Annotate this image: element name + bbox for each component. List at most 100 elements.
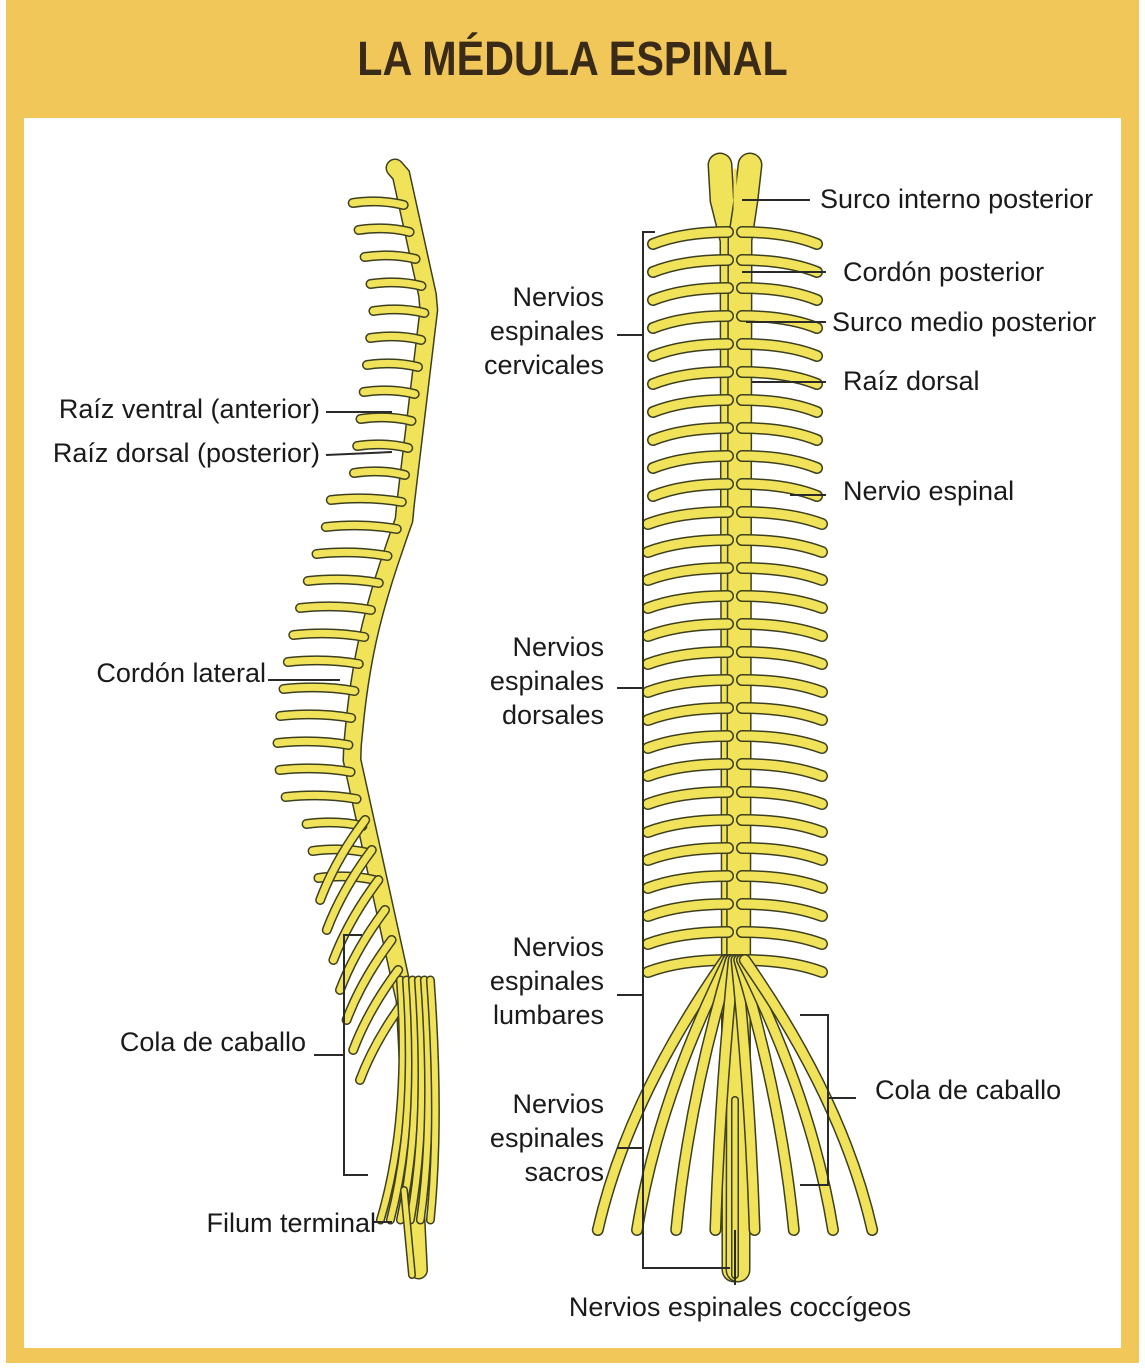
group-sacral: Nervios espinales sacros (440, 1087, 604, 1189)
lateral-nerve-7 (360, 386, 419, 398)
posterior-nerve-left-1 (648, 255, 733, 277)
group-cervical-line2: espinales (489, 316, 604, 346)
cauda-strand-left-1 (387, 977, 413, 1223)
posterior-nerve-right-14 (737, 619, 827, 641)
posterior-nerve-left-18 (643, 731, 733, 753)
lateral-nerve-20 (274, 737, 352, 749)
lateral-lower-nerve-27 (323, 846, 376, 934)
cauda-strand-right-4 (731, 955, 760, 1235)
lateral-view-spinal-cord (272, 158, 440, 1280)
diagram-panel (24, 118, 1121, 1348)
cauda-strand-right-6 (737, 955, 838, 1235)
lateral-nerve-17 (284, 656, 363, 668)
cauda-strand-left-4 (417, 977, 432, 1223)
cauda-strand-right-3 (710, 955, 739, 1235)
lateral-nerve-0 (349, 197, 408, 209)
group-dorsal-line2: espinales (489, 666, 604, 696)
posterior-cord-body-right (727, 154, 761, 1281)
lateral-nerve-9 (353, 440, 412, 452)
cauda-strand-left-5 (427, 977, 439, 1223)
filum-terminale-strand (401, 1187, 415, 1278)
posterior-nerve-right-18 (737, 731, 827, 753)
group-sacral-line3: sacros (524, 1157, 604, 1187)
lateral-nerve-22 (282, 791, 361, 803)
posterior-nerve-left-25 (643, 927, 733, 949)
posterior-nerve-right-20 (737, 787, 827, 809)
posterior-nerve-left-21 (643, 815, 733, 837)
label-ventral-root: Raíz ventral (anterior) (58, 394, 320, 424)
label-dorsal-root: Raíz dorsal (posterior) (52, 438, 320, 468)
posterior-nerve-right-2 (737, 283, 822, 305)
group-dorsal-line3: dorsales (501, 700, 604, 730)
group-lumbar-line2: espinales (489, 966, 604, 996)
lateral-nerve-15 (296, 602, 375, 614)
lateral-lower-nerve-30 (343, 936, 396, 1024)
bracket-groups (642, 231, 730, 1269)
lateral-lower-nerve-28 (329, 876, 382, 964)
posterior-view-spinal-cord (591, 152, 879, 1283)
lateral-nerve-5 (366, 332, 425, 344)
label-lateral-cord: Cordón lateral (96, 658, 266, 688)
posterior-nerve-left-17 (643, 703, 733, 725)
label-cauda-equina-right: Cola de caballo (875, 1075, 1062, 1105)
bracket-cauda-equina-right (800, 1014, 856, 1186)
cauda-strand-left-0 (377, 977, 406, 1223)
posterior-nerve-right-8 (737, 451, 822, 473)
posterior-nerve-left-6 (648, 395, 733, 417)
lateral-lower-nerve-26 (316, 816, 369, 904)
posterior-nerve-right-9 (737, 479, 822, 501)
lateral-nerve-16 (289, 629, 368, 641)
label-dorsal-root-right: Raíz dorsal (843, 366, 980, 396)
lateral-nerve-6 (363, 359, 422, 371)
cauda-strand-right-0 (593, 955, 730, 1235)
lateral-lower-nerve-31 (349, 966, 402, 1054)
label-coccygeal-nerves: Nervios espinales coccígeos (568, 1292, 912, 1322)
posterior-nerve-right-13 (737, 591, 827, 613)
posterior-nerve-right-16 (737, 675, 827, 697)
posterior-nerve-right-7 (737, 423, 822, 445)
posterior-nerve-left-15 (643, 647, 733, 669)
lateral-nerve-11 (327, 494, 406, 506)
posterior-nerve-left-19 (643, 759, 733, 781)
group-dorsal-line1: Nervios (512, 632, 604, 662)
lateral-nerve-14 (304, 575, 383, 587)
posterior-nerve-left-11 (643, 535, 733, 557)
lateral-nerve-25 (314, 872, 378, 884)
posterior-nerve-right-19 (737, 759, 827, 781)
group-sacral-line1: Nervios (512, 1089, 604, 1119)
posterior-nerve-right-3 (737, 311, 822, 333)
group-cervical-line3: cervicales (483, 350, 604, 380)
posterior-nerve-right-0 (737, 227, 822, 249)
label-median-sulcus: Surco medio posterior (832, 307, 1097, 337)
group-lumbar-line1: Nervios (512, 932, 604, 962)
posterior-nerve-left-5 (648, 367, 733, 389)
lateral-nerve-12 (322, 521, 401, 533)
cauda-strand-right-7 (740, 955, 877, 1235)
posterior-nerve-right-11 (737, 535, 827, 557)
posterior-nerve-left-12 (643, 563, 733, 585)
posterior-nerve-right-1 (737, 255, 822, 277)
lateral-nerve-13 (313, 548, 391, 560)
posterior-nerve-right-23 (737, 871, 827, 893)
posterior-nerve-left-23 (643, 871, 733, 893)
bracket-cauda-equina-left (314, 934, 368, 1176)
page-title: LA MÉDULA ESPINAL (357, 32, 788, 86)
lateral-nerve-18 (280, 683, 358, 695)
posterior-nerve-left-16 (643, 675, 733, 697)
posterior-nerve-left-9 (648, 479, 733, 501)
posterior-nerve-left-24 (643, 899, 733, 921)
posterior-nerve-right-4 (737, 339, 822, 361)
lateral-nerve-23 (303, 818, 366, 830)
leader-dorsal-root (325, 451, 393, 456)
posterior-nerve-left-14 (643, 619, 733, 641)
group-lumbar: Nervios espinales lumbares (440, 930, 604, 1032)
posterior-nerve-right-6 (737, 395, 822, 417)
posterior-nerve-left-0 (648, 227, 733, 249)
posterior-nerve-right-15 (737, 647, 827, 669)
posterior-nerve-left-22 (643, 843, 733, 865)
posterior-nerve-left-8 (648, 451, 733, 473)
posterior-nerve-right-25 (737, 927, 827, 949)
label-filum-terminale: Filum terminal (206, 1208, 376, 1238)
group-sacral-line2: espinales (489, 1123, 604, 1153)
lateral-nerve-1 (355, 224, 414, 236)
